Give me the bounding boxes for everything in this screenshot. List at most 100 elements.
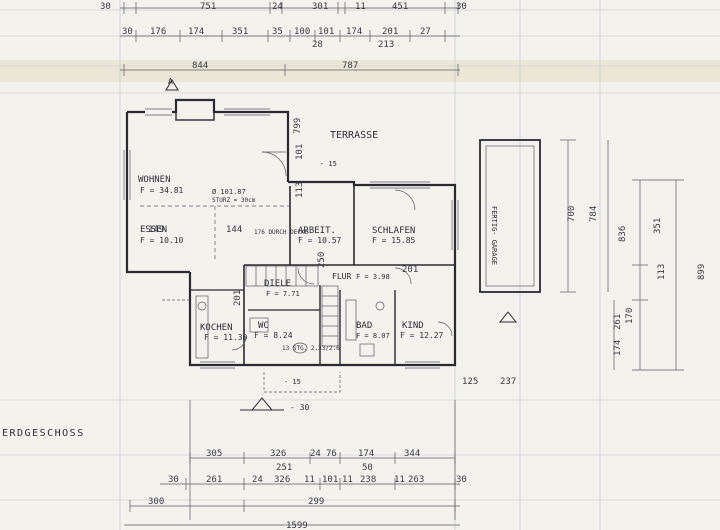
dim-label: 201 <box>402 265 418 275</box>
svg-text:A: A <box>168 77 173 86</box>
dim-label: 30 <box>122 27 133 37</box>
windows <box>123 108 459 369</box>
dim-label: 101 <box>318 27 334 37</box>
section-marker-a-bottom <box>240 397 284 411</box>
dim-label: 27 <box>420 27 431 37</box>
room-wohnen: WOHNEN F = 34.81 <box>138 175 184 195</box>
dim-label: 76 <box>326 449 337 459</box>
garage-outline <box>479 139 541 323</box>
top-dim-row1: 30 751 24 301 11 451 30 <box>100 2 467 12</box>
dim-label: 238 <box>360 475 376 485</box>
bottom-dim-row3: 300 299 1599 <box>148 497 324 530</box>
dim-label: 301 <box>312 2 328 12</box>
room-name: DIELE <box>264 279 291 289</box>
stairs-note: 13 STG. 2.33/2.6 <box>282 345 340 352</box>
room-name: BAD <box>356 321 372 331</box>
elev-porch: - 30 <box>290 403 309 412</box>
dim-label: 149 <box>148 225 164 235</box>
dim-label: 50 <box>362 463 373 473</box>
top-dim-row2: 30 176 174 351 35 100 101 174 201 27 28 … <box>122 27 431 50</box>
dim-label: 326 <box>274 475 290 485</box>
dim-label: 11 <box>355 2 366 12</box>
room-area: F = 8.07 <box>356 332 390 340</box>
dim-label: 784 <box>589 206 599 222</box>
dim-label: 451 <box>392 2 408 12</box>
dim-label: 30 <box>456 475 467 485</box>
dim-label: 261 <box>613 314 623 330</box>
floor-title: ERDGESCHOSS <box>2 428 85 439</box>
dim-label: 300 <box>148 497 164 507</box>
room-arbeit: ARBEIT. F = 10.57 <box>298 226 342 245</box>
dim-label: 213 <box>378 40 394 50</box>
dim-label: 101 <box>295 144 305 160</box>
room-name: FLUR <box>332 272 351 281</box>
dim-label: 299 <box>308 497 324 507</box>
dim-label: 1599 <box>286 521 308 530</box>
dim-label: 351 <box>232 27 248 37</box>
dim-label: 174 <box>346 27 362 37</box>
dim-label: 799 <box>293 118 303 134</box>
section-marker-a-top: A <box>165 77 179 91</box>
dim-label: 344 <box>404 449 420 459</box>
dim-label: 30 <box>168 475 179 485</box>
beam-note: Ø 101.87 <box>212 188 246 196</box>
dim-label: 351 <box>653 218 663 234</box>
room-kochen: KOCHEN F = 11.30 <box>200 323 248 342</box>
top-dim-row3: 844 787 <box>192 61 358 71</box>
elev-entry: - 15 <box>284 378 301 386</box>
staircase <box>245 265 339 347</box>
dim-label: 250 <box>317 252 327 268</box>
garage-label: FERTIG- GARAGE <box>490 206 498 265</box>
dim-label: 751 <box>200 2 216 12</box>
room-name: WOHNEN <box>138 175 171 185</box>
room-area: F = 34.81 <box>140 186 184 195</box>
dim-label: 24 <box>252 475 263 485</box>
dim-label: 237 <box>500 377 516 387</box>
paper-stain <box>0 60 720 82</box>
room-area: F = 8.24 <box>254 331 293 340</box>
room-area: F = 3.98 <box>356 273 390 281</box>
dim-label: 263 <box>408 475 424 485</box>
terrace-label: TERRASSE <box>330 130 378 141</box>
porch-outline <box>140 205 341 393</box>
dim-label: 201 <box>233 290 243 306</box>
dim-label: 174 <box>613 340 623 356</box>
dim-label: 11 <box>394 475 405 485</box>
dim-label: 787 <box>342 61 358 71</box>
dim-label: 113 <box>295 182 305 198</box>
dim-label: 176 <box>150 27 166 37</box>
dim-label: 326 <box>270 449 286 459</box>
dim-label: 101 <box>322 475 338 485</box>
door-swings <box>231 151 453 351</box>
dim-label: 174 <box>358 449 374 459</box>
dim-label: 844 <box>192 61 208 71</box>
dim-label: 24 <box>272 2 283 12</box>
room-area: F = 10.57 <box>298 236 342 245</box>
dim-label: 28 <box>312 40 323 50</box>
dim-label: 261 <box>206 475 222 485</box>
dim-label: 144 <box>226 225 242 235</box>
elev-terrace: - 15 <box>320 160 337 168</box>
room-area: F = 10.10 <box>140 236 184 245</box>
dim-label: 125 <box>462 377 478 387</box>
dim-label: 100 <box>294 27 310 37</box>
right-dimension-lines <box>560 139 684 371</box>
building-walls <box>125 98 457 367</box>
room-name: ESSEN <box>140 225 167 235</box>
room-essen: ESSEN F = 10.10 <box>140 225 184 245</box>
right-dim-labels: 700 784 836 351 113 899 261 170 174 125 … <box>462 206 707 387</box>
dim-label: 201 <box>382 27 398 37</box>
dim-label: 11 <box>304 475 315 485</box>
top-dimension-lines <box>120 2 460 76</box>
room-name: KIND <box>402 321 424 331</box>
fixtures <box>195 295 385 359</box>
dim-label: 30 <box>100 2 111 12</box>
room-name: SCHLAFEN <box>372 226 415 236</box>
room-name: KOCHEN <box>200 323 233 333</box>
dim-label: 899 <box>697 264 707 280</box>
sturz-note: STURZ = 30cm <box>212 197 256 204</box>
dim-label: 836 <box>618 226 628 242</box>
room-area: F = 12.27 <box>400 331 444 340</box>
dim-label: 174 <box>188 27 204 37</box>
